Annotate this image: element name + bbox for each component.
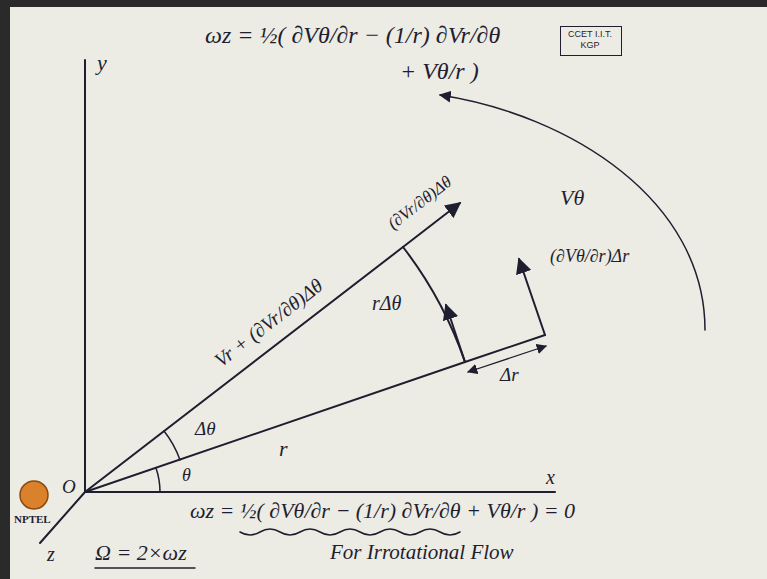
velocity-label: Vθ [560,185,584,210]
frame-edge [0,0,10,579]
velocity-label: Vr + (∂Vr/∂θ)Δθ [210,274,327,372]
stamp-box: CCET I.I.T. KGP [560,26,622,56]
frame-edge [0,0,767,7]
length-label: rΔθ [372,292,401,315]
element-edge [465,335,545,362]
x-axis [85,491,555,493]
axis-label: z [47,543,55,566]
underbrace [240,529,460,535]
stamp-text: CCET I.I.T. KGP [565,29,615,51]
velocity-label: (∂Vθ/∂r)Δr [550,246,629,267]
equation: ωz = ½( ∂Vθ/∂r − (1/r) ∂Vr/∂θ [205,22,500,50]
y-axis [84,60,86,492]
length-label: r [279,436,288,461]
arc-element [403,247,465,362]
angle-arc [164,431,180,460]
underline [95,567,195,569]
origin-label: O [62,476,76,498]
equation: Ω = 2×ωz [95,540,187,565]
pointer-curve [440,95,705,330]
axis-label: x [546,466,555,489]
radius-line [85,362,465,492]
length-label: Δr [500,364,519,386]
note: For Irrotational Flow [330,540,514,564]
angle-label: θ [182,465,191,486]
velocity-label: (∂Vr/∂θ)Δθ [384,173,456,234]
radius-line [85,247,403,492]
nptel-logo [20,481,48,509]
logo-text: NPTEL [14,513,51,526]
tangential-velocity-arrow [519,259,545,335]
angle-label: Δθ [195,418,215,440]
angle-arc [156,468,160,492]
equation: + Vθ/r ) [400,58,479,86]
equation: ωz = ½( ∂Vθ/∂r − (1/r) ∂Vr/∂θ + Vθ/r ) =… [190,498,575,523]
axis-label: y [97,50,107,75]
